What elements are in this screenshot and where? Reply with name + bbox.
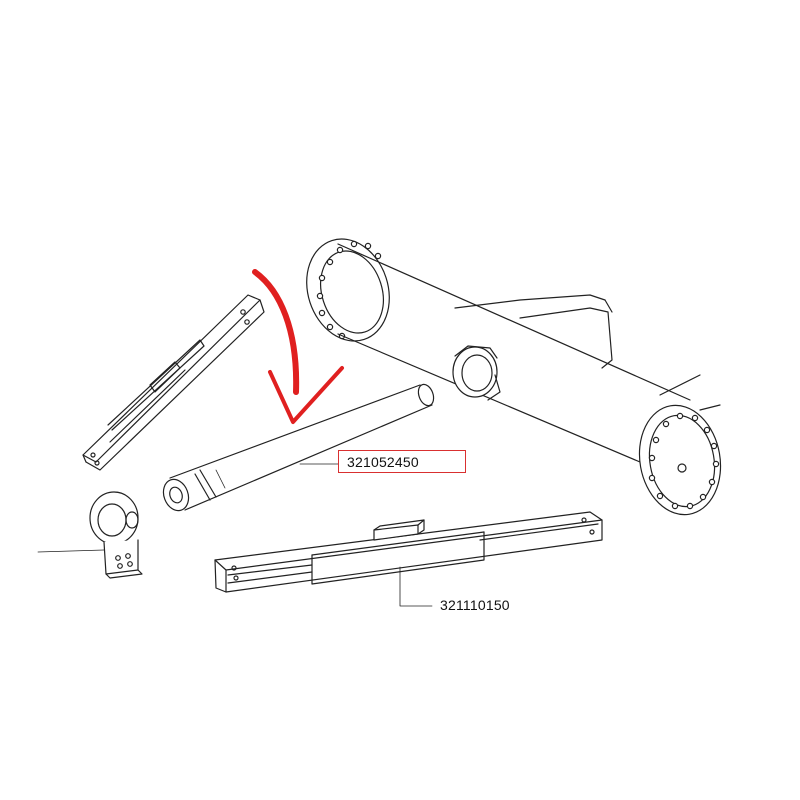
axle-housing (306, 238, 722, 516)
lower-beam (214, 511, 603, 607)
right-flange-holes (648, 412, 720, 510)
highlight-box (338, 450, 466, 473)
left-bracket (82, 294, 265, 471)
part-number-label-shaft: 321052450 (347, 454, 419, 470)
part-number-label-beam: 321110150 (440, 597, 510, 613)
curved-arrow-icon (252, 269, 344, 424)
shaft (162, 383, 435, 512)
collar-block (37, 491, 143, 579)
